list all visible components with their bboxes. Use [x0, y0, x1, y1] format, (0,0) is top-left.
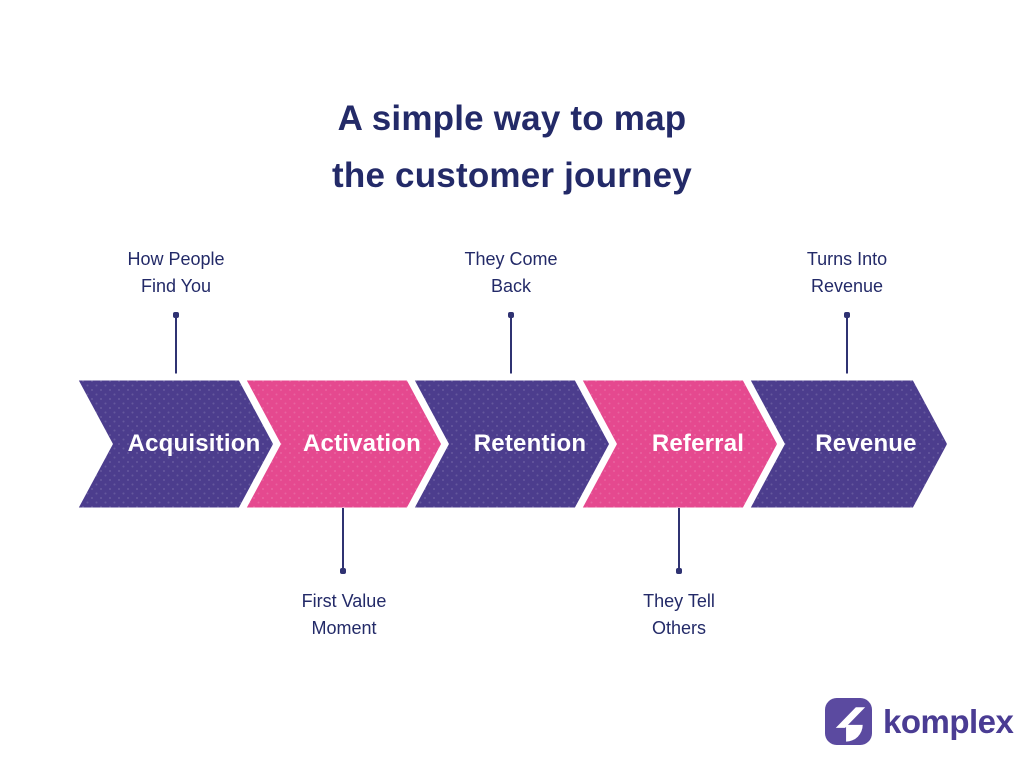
callout-text-line: Revenue	[810, 276, 884, 296]
callout-text-line: Back	[490, 276, 532, 296]
page-title: A simple way to map the customer journey	[0, 90, 1024, 204]
title-line-1: A simple way to map	[337, 99, 687, 138]
stage-label-retention: Retention	[473, 430, 587, 457]
connector-dot	[676, 568, 682, 574]
callout-text-line: Turns Into	[806, 249, 888, 269]
chevron-texture	[577, 377, 783, 511]
callout-turns-into-revenue: Turns Into Revenue	[727, 246, 967, 300]
connector-revenue	[843, 312, 851, 381]
callout-text-line: Others	[651, 618, 707, 638]
stage-label-revenue: Revenue	[815, 430, 917, 457]
callout-they-come-back: They Come Back	[391, 246, 631, 300]
connector-line	[846, 318, 848, 381]
callout-text-line: How People	[127, 249, 225, 269]
connector-retention	[507, 312, 515, 381]
journey-chevron-band	[67, 373, 955, 515]
connector-line	[510, 318, 512, 381]
callout-text-line: They Tell	[643, 591, 715, 611]
komplex-k-icon	[825, 698, 872, 745]
stage-label-activation: Activation	[302, 430, 421, 457]
connector-dot	[508, 312, 514, 318]
chevron-texture	[745, 377, 951, 511]
connector-dot	[173, 312, 179, 318]
chevron-texture	[73, 377, 279, 511]
callout-how-people-find-you: How People Find You	[56, 246, 296, 300]
komplex-logo: komplex	[825, 697, 1014, 746]
connector-line	[678, 508, 680, 568]
callout-text-line: They Come	[464, 249, 558, 269]
logo-wordmark: komplex	[883, 703, 1014, 740]
callout-text-line: Find You	[140, 276, 212, 296]
connector-dot	[844, 312, 850, 318]
title-line-2: the customer journey	[332, 156, 692, 195]
callout-text-line: Moment	[311, 618, 377, 638]
connector-activation	[339, 508, 347, 574]
callout-text-line: First Value	[301, 591, 387, 611]
callout-they-tell-others: They Tell Others	[559, 588, 799, 642]
connector-acquisition	[172, 312, 180, 381]
chevron-texture	[241, 377, 447, 511]
connector-line	[342, 508, 344, 568]
stage-label-referral: Referral	[651, 430, 745, 457]
stage-label-acquisition: Acquisition	[127, 430, 261, 457]
connector-referral	[675, 508, 683, 574]
connector-line	[175, 318, 177, 381]
callout-first-value-moment: First Value Moment	[224, 588, 464, 642]
connector-dot	[340, 568, 346, 574]
chevron-texture	[409, 377, 615, 511]
